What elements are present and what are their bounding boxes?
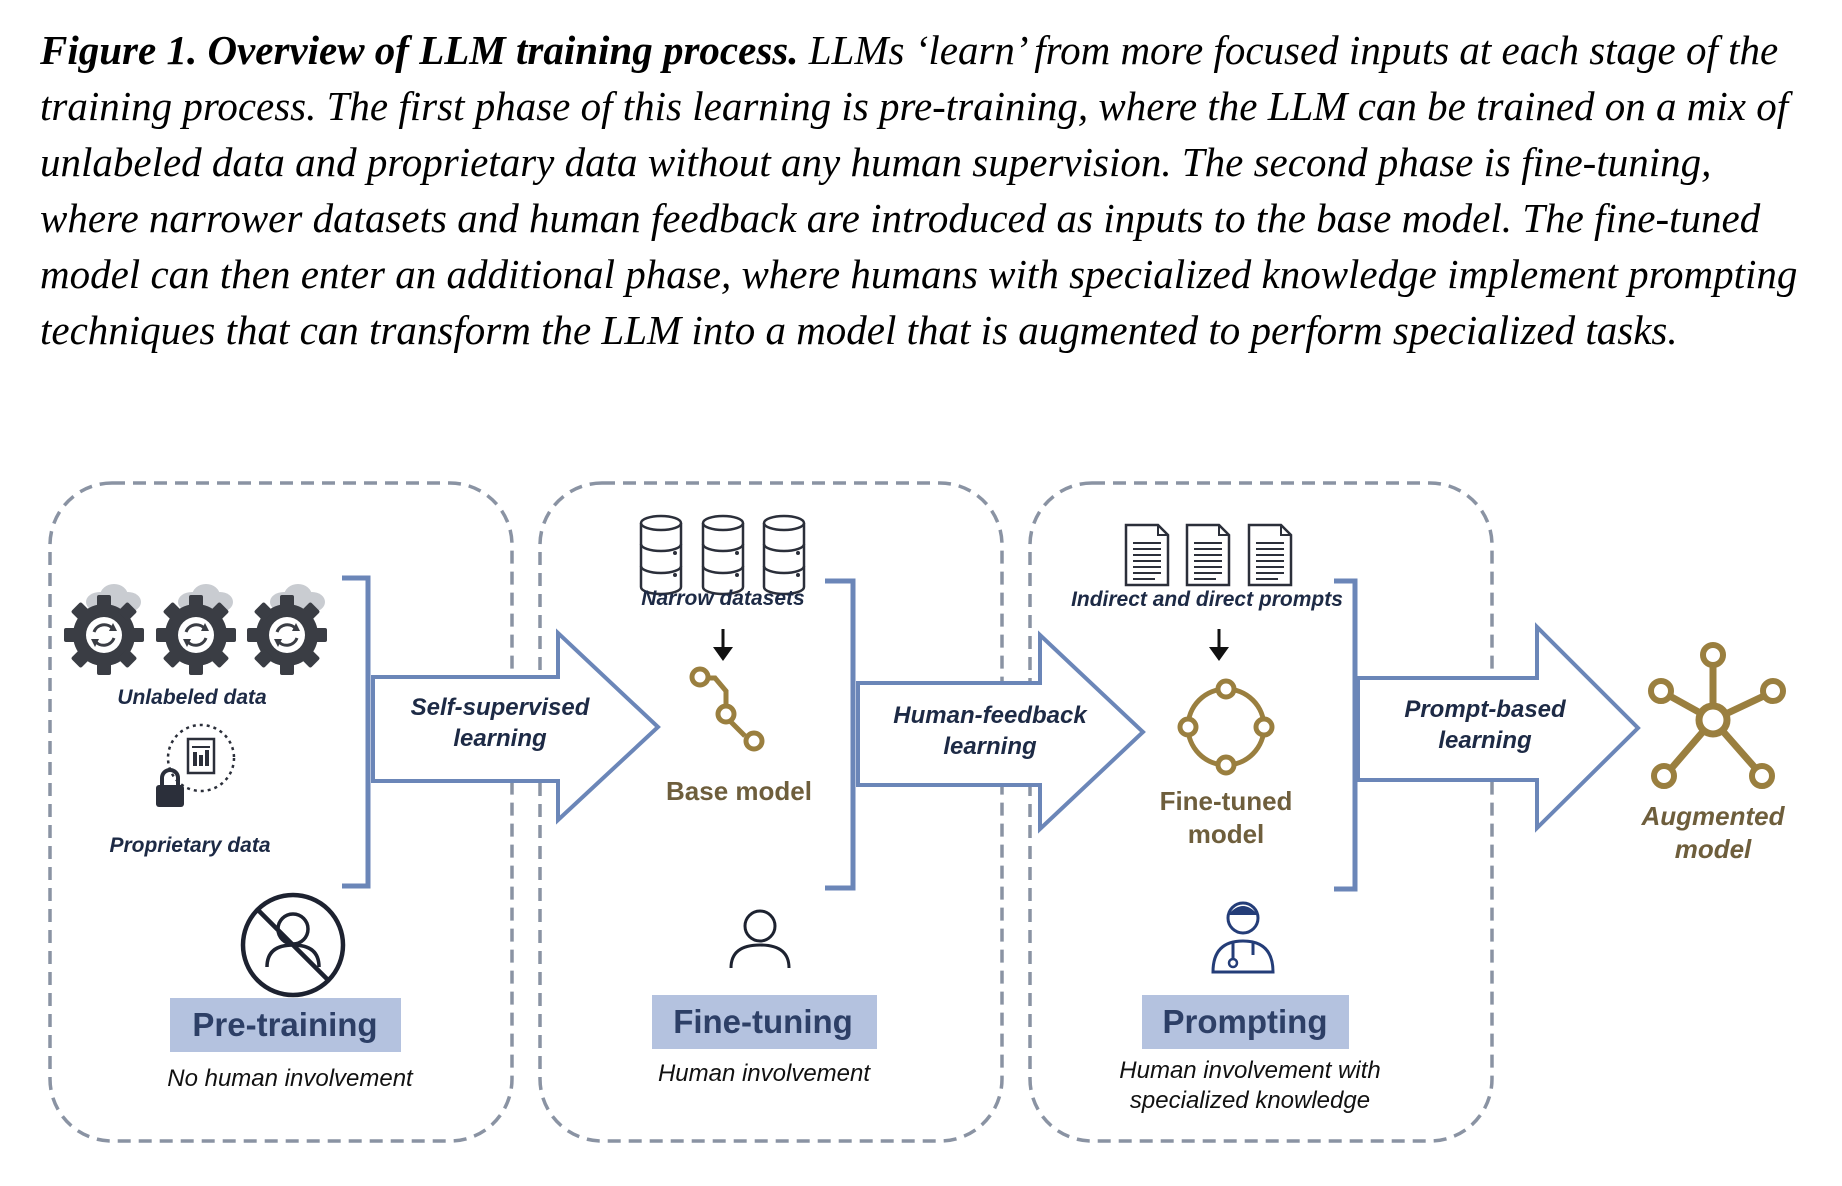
training-process-diagram: Unlabeled data Proprietary data Pre-trai…	[48, 481, 1786, 1143]
prompt-based-label-line1: Prompt-based	[1404, 696, 1567, 723]
prompting-down-arrow-icon	[1209, 629, 1229, 661]
augmented-model-label-line2: model	[1675, 834, 1752, 864]
proprietary-data-label: Proprietary data	[109, 834, 270, 857]
caption-body: LLMs ‘learn’ from more focused inputs at…	[40, 27, 1798, 353]
proprietary-data-icon	[156, 723, 236, 807]
augmented-model-label-line1: Augmented	[1641, 801, 1786, 831]
fine-tuned-model-label-line1: Fine-tuned	[1160, 786, 1293, 816]
prompts-documents-icon	[1124, 523, 1293, 587]
pretraining-title-highlight	[170, 998, 401, 1052]
no-human-icon	[240, 892, 346, 998]
self-supervised-label-line2: learning	[453, 725, 547, 752]
finetuning-bracket	[825, 578, 856, 891]
base-model-icon	[689, 666, 765, 752]
prompt-based-label-line2: learning	[1438, 727, 1532, 754]
finetuning-title-highlight	[652, 995, 877, 1049]
human-feedback-label-line1: Human-feedback	[893, 702, 1088, 729]
caption-lead: Figure 1. Overview of LLM training proce…	[40, 27, 799, 73]
unlabeled-data-label: Unlabeled data	[117, 686, 267, 709]
augmented-model-icon	[1648, 642, 1786, 789]
doctor-icon	[1211, 901, 1275, 974]
fine-tuned-model-icon	[1177, 678, 1275, 776]
self-supervised-arrow	[371, 628, 661, 825]
pretraining-bracket	[342, 575, 371, 889]
prompting-title: Prompting	[1163, 1003, 1328, 1040]
base-model-label: Base model	[666, 776, 812, 806]
prompts-label: Indirect and direct prompts	[1071, 588, 1343, 611]
self-supervised-label-line1: Self-supervised	[411, 694, 591, 721]
stage-box-pretraining	[48, 481, 514, 1143]
person-icon	[729, 909, 791, 969]
human-feedback-label-line2: learning	[943, 733, 1037, 760]
finetuning-down-arrow-icon	[713, 629, 733, 661]
prompting-bracket	[1334, 578, 1358, 892]
narrow-datasets-label: Narrow datasets	[641, 587, 804, 610]
pretraining-title: Pre-training	[192, 1006, 377, 1043]
prompting-title-highlight	[1142, 995, 1349, 1049]
pretraining-subtitle: No human involvement	[167, 1065, 414, 1092]
unlabeled-data-icon	[62, 584, 329, 677]
prompt-based-arrow	[1356, 622, 1641, 833]
prompting-subtitle-line2: specialized knowledge	[1130, 1087, 1370, 1114]
finetuning-title: Fine-tuning	[673, 1003, 853, 1040]
stage-box-prompting	[1028, 481, 1494, 1143]
figure-caption: Figure 1. Overview of LLM training proce…	[40, 22, 1810, 358]
fine-tuned-model-label-line2: model	[1188, 819, 1265, 849]
stage-box-finetuning	[538, 481, 1004, 1143]
prompting-subtitle-line1: Human involvement with	[1119, 1057, 1380, 1084]
finetuning-subtitle: Human involvement	[658, 1060, 871, 1087]
human-feedback-arrow	[856, 630, 1146, 834]
